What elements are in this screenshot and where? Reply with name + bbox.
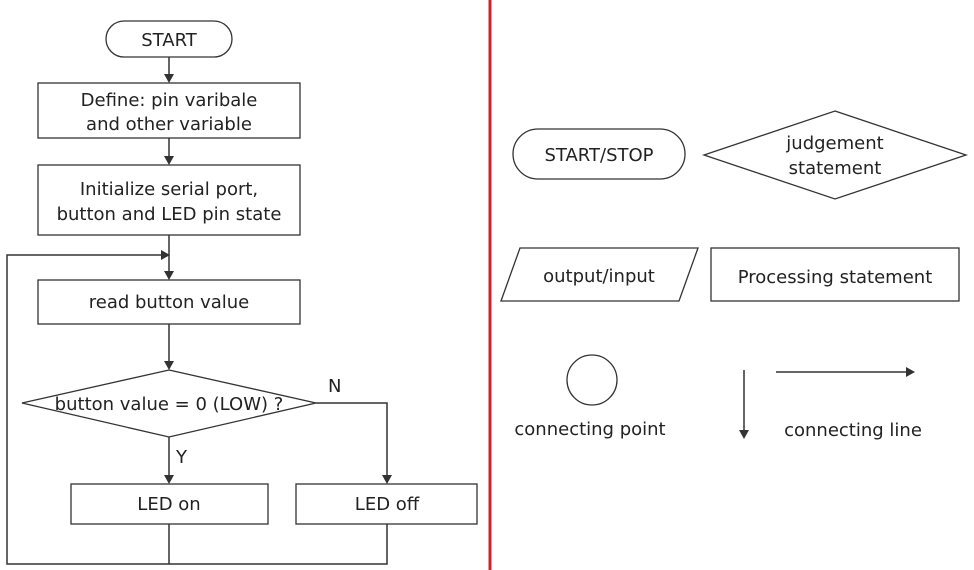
initialize-label-line1: Initialize serial port, — [80, 179, 258, 200]
legend-start-stop-label: START/STOP — [544, 145, 653, 166]
no-label: N — [328, 376, 341, 397]
arrowhead — [164, 271, 174, 280]
arrowhead — [164, 74, 174, 83]
define-box — [37, 82, 301, 139]
arrowhead — [164, 475, 174, 484]
yes-label: Y — [175, 447, 188, 468]
legend-vertical-arrowhead — [739, 430, 749, 439]
legend-connecting-point-label: connecting point — [514, 419, 665, 440]
loop-arrowhead — [161, 250, 170, 260]
arrowhead — [164, 361, 174, 370]
legend-connecting-point-shape — [566, 354, 618, 406]
led-on-box — [70, 483, 269, 525]
decision-label: button value = 0 (LOW) ? — [55, 394, 284, 415]
legend-horizontal-arrowhead — [906, 367, 915, 377]
legend-output-input-label: output/input — [543, 266, 655, 287]
legend-judgement-shape — [701, 110, 969, 200]
initialize-label-line2: button and LED pin state — [57, 204, 282, 225]
legend-judgement-line1: judgement — [785, 133, 883, 154]
legend-connecting-line-label: connecting line — [784, 420, 922, 441]
arrowhead — [164, 156, 174, 165]
loop-back-line — [6, 254, 169, 565]
define-label-line2: and other variable — [86, 114, 252, 135]
read-button-box — [37, 279, 301, 325]
legend-output-input-shape — [500, 247, 699, 302]
connector-led-off-bottom — [169, 524, 388, 565]
define-label-line1: Define: pin varibale — [81, 90, 258, 111]
legend-judgement-line2: statement — [789, 158, 882, 179]
read-label: read button value — [89, 292, 250, 313]
legend-start-stop-shape — [512, 128, 686, 180]
start-label: START — [141, 30, 198, 51]
connector-no — [316, 402, 388, 476]
legend-processing-label: Processing statement — [738, 267, 933, 288]
legend-processing-shape — [710, 247, 960, 302]
led-on-label: LED on — [137, 494, 200, 515]
led-off-label: LED off — [355, 494, 420, 515]
arrowhead — [382, 475, 392, 484]
